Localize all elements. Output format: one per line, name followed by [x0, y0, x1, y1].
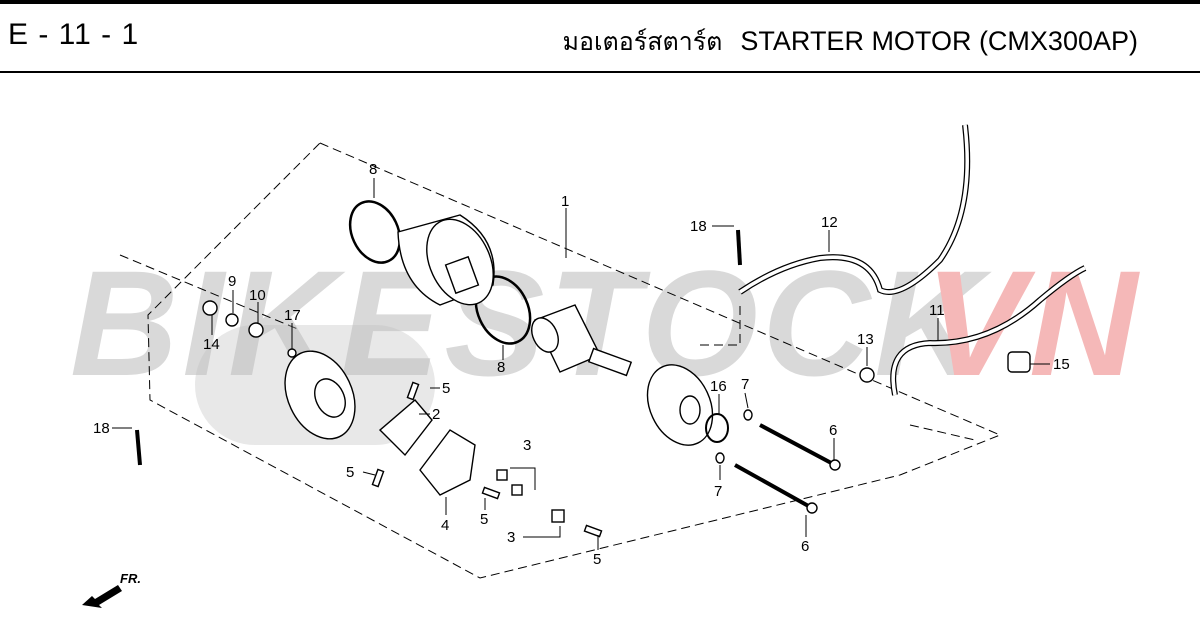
- brush: [496, 469, 508, 481]
- front-label: FR.: [120, 571, 141, 586]
- o-ring-7: [743, 409, 753, 421]
- bushing-10: [248, 322, 264, 338]
- callout-8: 8: [497, 359, 505, 376]
- callout-13: 13: [857, 331, 874, 348]
- motor-yoke: [397, 214, 495, 306]
- page-title: มอเตอร์สตาร์ต STARTER MOTOR (CMX300AP): [563, 22, 1139, 62]
- o-ring-16: [705, 413, 729, 443]
- front-direction-marker: FR.: [82, 571, 141, 608]
- callout-2: 2: [432, 406, 440, 423]
- page-title-thai: มอเตอร์สตาร์ต: [562, 27, 723, 56]
- through-bolt: [734, 463, 813, 510]
- callout-14: 14: [203, 336, 220, 353]
- top-border: [0, 0, 1200, 4]
- callout-6: 6: [829, 422, 837, 439]
- callout-3: 3: [523, 437, 531, 454]
- rear-cover: [646, 364, 714, 446]
- callout-5: 5: [346, 464, 354, 481]
- brush-spring: [481, 486, 501, 500]
- callout-4: 4: [441, 517, 449, 534]
- bolt-18: [736, 229, 742, 266]
- through-bolt-head: [806, 502, 818, 514]
- leader-lines: [112, 178, 1050, 550]
- nut-14: [202, 300, 218, 316]
- through-bolt-head: [829, 459, 841, 471]
- brush: [551, 509, 565, 523]
- brush-spring: [406, 381, 420, 401]
- callout-15: 15: [1053, 356, 1070, 373]
- callout-5: 5: [480, 511, 488, 528]
- o-ring-7: [715, 452, 725, 464]
- callout-9: 9: [228, 273, 236, 290]
- callout-5: 5: [442, 380, 450, 397]
- callout-18: 18: [690, 218, 707, 235]
- starter-cable-12-core: [739, 124, 969, 294]
- boundary-leader-right: [909, 424, 976, 441]
- terminal-insulator: [419, 429, 476, 496]
- bolt-18: [135, 429, 142, 466]
- brush-spring: [371, 468, 385, 488]
- callout-17: 17: [284, 307, 301, 324]
- callout-6: 6: [801, 538, 809, 555]
- callout-11: 11: [929, 302, 945, 319]
- callout-7: 7: [741, 376, 749, 393]
- callout-5: 5: [593, 551, 601, 568]
- page-code: E - 11 - 1: [8, 18, 140, 51]
- callout-10: 10: [249, 287, 266, 304]
- callout-1: 1: [561, 193, 569, 210]
- brush: [511, 484, 523, 496]
- callout-18: 18: [93, 420, 110, 437]
- callout-12: 12: [821, 214, 838, 231]
- o-ring-front: [348, 200, 402, 264]
- callout-8: 8: [369, 161, 377, 178]
- front-arrow-icon: [82, 585, 122, 608]
- header-divider: [0, 71, 1200, 73]
- assembly-boundary: [147, 142, 1002, 579]
- callout-3: 3: [507, 529, 515, 546]
- callout-16: 16: [710, 378, 727, 395]
- cable-11-core: [891, 266, 1086, 396]
- washer-9: [225, 313, 239, 327]
- through-bolt: [759, 423, 836, 467]
- page-title-english: STARTER MOTOR (CMX300AP): [740, 26, 1138, 56]
- part-callouts: 1 2 3 3 4 5 5 5 5 5 6 6 7 7 8 8 9 10 11 …: [93, 161, 1070, 568]
- brush-spring: [583, 524, 603, 538]
- callout-7: 7: [714, 483, 722, 500]
- armature: [531, 304, 633, 377]
- nut-13: [859, 367, 875, 383]
- cable-clip-15: [1007, 351, 1031, 373]
- watermark-accent-text: VN: [925, 239, 1141, 407]
- front-bracket: [284, 350, 356, 440]
- boundary-leader-left: [119, 254, 301, 331]
- washer-17: [287, 348, 297, 358]
